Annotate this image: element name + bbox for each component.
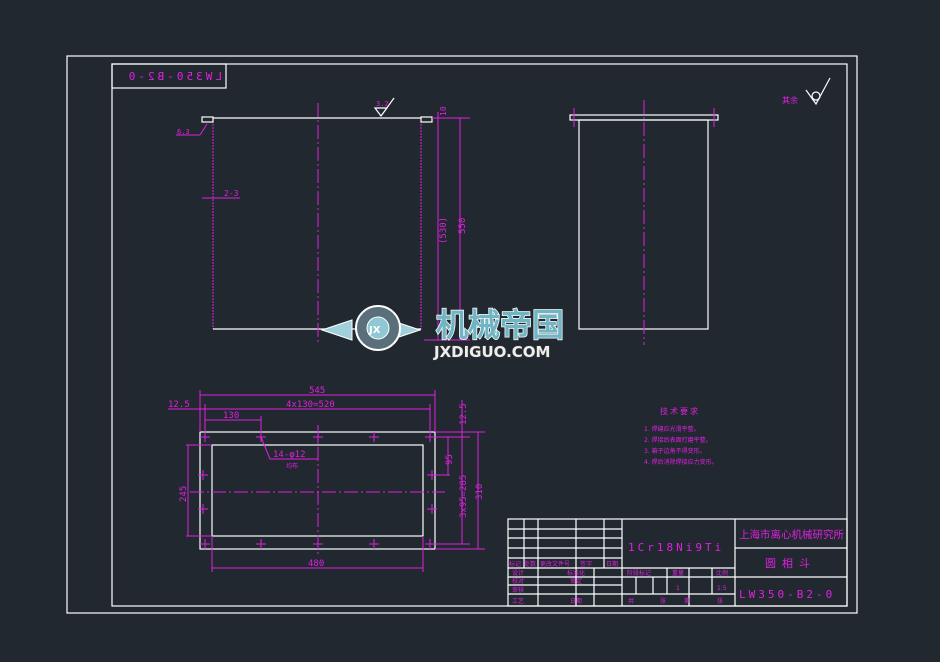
dim-height: 550 xyxy=(458,218,468,234)
tech-requirements-title: 技术要求 xyxy=(660,406,700,416)
dim-inner-height: 245 xyxy=(179,486,189,502)
quantity: 1 xyxy=(676,585,680,592)
plan-view: 545 4x130=520 12.5 130 14-φ12 均布 12.5 95… xyxy=(168,386,485,572)
inner-frame xyxy=(111,63,848,607)
roughness-note: 其余 xyxy=(782,95,798,105)
dim-overall-height: 310 xyxy=(475,484,485,500)
dim-inner-height: (530) xyxy=(439,217,449,244)
role-label: 日期 xyxy=(570,597,582,605)
roughness-symbol-icon xyxy=(805,77,831,106)
dim-edge-left: 12.5 xyxy=(168,400,190,410)
sheet-label: 第 xyxy=(684,597,690,605)
tech-requirement-item: 3. 箱子边角不得变形。 xyxy=(644,447,706,455)
dim-hole-spacing-vertical: 3x95=285 xyxy=(459,475,469,518)
dim-edge-right: 12.5 xyxy=(459,403,469,425)
hole-note: 均布 xyxy=(286,462,298,470)
role-label: 审核 xyxy=(512,586,524,594)
sheet-label: 共 xyxy=(628,597,634,605)
side-view xyxy=(569,100,719,345)
tech-requirement-item: 4. 焊后消除焊接应力变形。 xyxy=(644,458,718,466)
role-label: 设计 xyxy=(512,569,524,577)
outer-frame xyxy=(66,55,858,614)
rev-header: 日期 xyxy=(606,560,618,568)
dim-top: 10 xyxy=(439,106,448,116)
svg-text:JX: JX xyxy=(368,325,381,336)
title-block: 标记 处数 更改文件号 签字 日期 设计 校对 审核 工艺 标准化 审定 日期 … xyxy=(507,518,848,607)
sheet-label: 张 xyxy=(717,597,723,605)
thickness-note: 2-3 xyxy=(224,189,239,198)
tech-requirement-item: 2. 焊接后表面打磨平整。 xyxy=(644,436,712,444)
stage-header: 比例 xyxy=(716,569,728,577)
stage-header: 阶段标记 xyxy=(627,569,651,577)
material: 1Cr18Ni9Ti xyxy=(628,541,724,554)
weld-note: 6.3 xyxy=(177,128,190,136)
mirrored-code-box xyxy=(111,63,227,89)
dim-pitch: 130 xyxy=(223,411,239,421)
tech-requirements: 技术要求 1. 焊缝应光滑平整。 2. 焊接后表面打磨平整。 3. 箱子边角不得… xyxy=(644,406,718,466)
sheet-label: 张 xyxy=(660,597,666,605)
front-view: 3.2 6.3 2-3 10 (530) 550 xyxy=(176,97,470,345)
role-label: 校对 xyxy=(512,577,524,585)
dim-overall-width: 545 xyxy=(309,386,325,396)
watermark-cn: 机械帝国 xyxy=(436,306,564,344)
part-name: 圆相斗 xyxy=(765,557,816,570)
watermark-url: JXDIGUO.COM xyxy=(433,343,550,361)
dim-pitch-vertical: 95 xyxy=(445,454,455,465)
rev-header: 处数 xyxy=(524,560,536,568)
mirrored-drawing-code: LW350-B2-0 xyxy=(126,70,222,83)
watermark-logo: JX 机械帝国 JXDIGUO.COM xyxy=(320,305,565,362)
roughness-top-label: 3.2 xyxy=(376,100,389,108)
hole-callout: 14-φ12 xyxy=(273,450,306,460)
rev-header: 签字 xyxy=(580,560,592,568)
scale: 1:5 xyxy=(717,585,727,592)
dim-hole-spacing: 4x130=520 xyxy=(286,400,335,410)
drawing-number: LW350-B2-0 xyxy=(739,588,835,601)
rev-header: 标记 xyxy=(509,560,521,568)
rev-header: 更改文件号 xyxy=(540,560,570,568)
role-label: 工艺 xyxy=(512,597,524,605)
company-name: 上海市离心机械研究所 xyxy=(739,528,844,541)
stage-header: 重量 xyxy=(672,569,684,577)
role-label: 审定 xyxy=(570,577,582,585)
dim-inner-width: 480 xyxy=(308,559,324,569)
tech-requirement-item: 1. 焊缝应光滑平整。 xyxy=(644,425,700,433)
role-label: 标准化 xyxy=(567,569,585,577)
